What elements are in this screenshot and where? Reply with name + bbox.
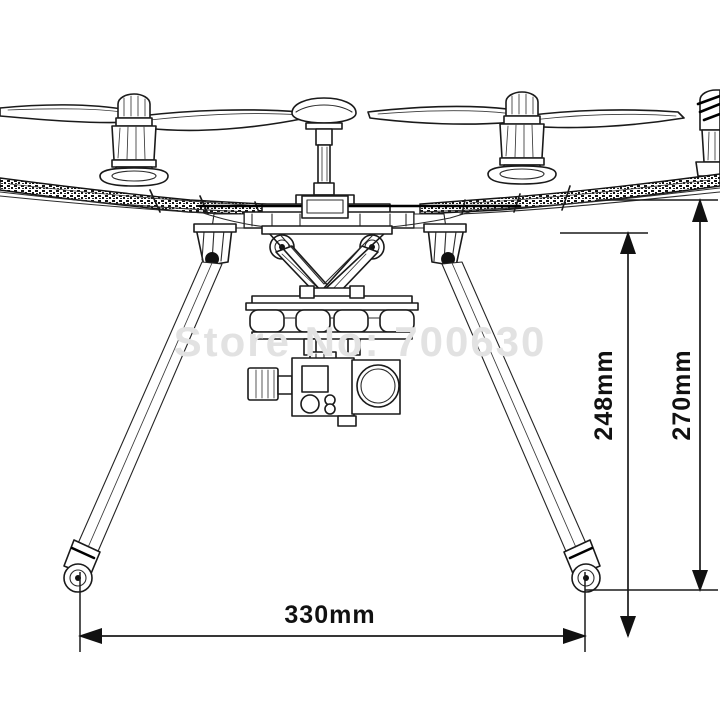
camera-lens: [356, 364, 400, 408]
dimension-248mm: 248mm: [560, 231, 648, 638]
brushless-motor-far-right: [695, 89, 720, 177]
battery-bay-panel: [301, 195, 349, 219]
gps-antenna-mast: [313, 128, 335, 196]
dimension-248mm-label: 248mm: [590, 349, 618, 440]
landing-gear-mount-left: [193, 223, 237, 267]
propeller-blade-right: [367, 105, 685, 129]
gps-antenna-dome: [291, 97, 357, 130]
brushless-motor-left: [99, 93, 169, 187]
brushless-motor-right: [487, 91, 557, 185]
carbon-fiber-arm-right: [419, 173, 720, 215]
landing-gear-mount-right: [423, 223, 467, 267]
anti-vibration-damper-plate: [245, 285, 419, 356]
brushless-gimbal-assembly: [261, 225, 393, 299]
landing-gear-foot-left: [63, 539, 101, 593]
dimension-330mm-label: 330mm: [284, 601, 375, 629]
landing-gear-foot-right: [563, 539, 601, 593]
action-camera: [291, 357, 401, 427]
gimbal-pitch-motor: [247, 367, 293, 401]
dimension-330mm: 330mm: [78, 572, 587, 652]
camera-lcd-screen: [301, 365, 329, 393]
arm-rail-right: [459, 191, 720, 215]
landing-gear-leg-left: [75, 261, 223, 557]
dimension-270mm: 270mm: [596, 198, 718, 592]
landing-gear-leg-right: [441, 261, 589, 557]
center-frame-body: [198, 194, 522, 232]
dimension-270mm-label: 270mm: [668, 349, 696, 440]
